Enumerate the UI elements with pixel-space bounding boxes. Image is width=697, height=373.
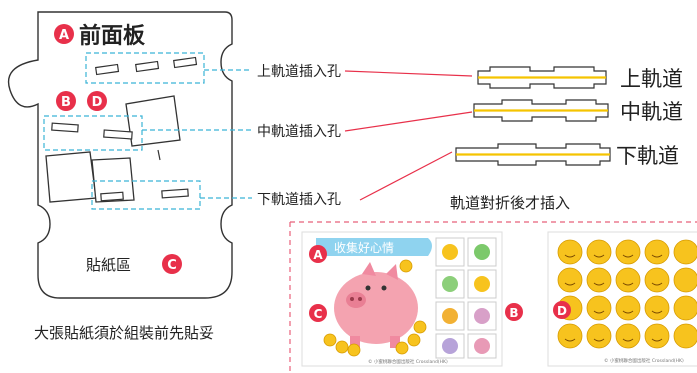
emoji-characters [442, 244, 490, 354]
lower-slot-region [91, 180, 201, 210]
rail-fold-note: 軌道對折後才插入 [450, 194, 570, 212]
badge-c [162, 254, 182, 274]
sticker-sheet-1: 收集好心情 [301, 231, 523, 367]
emoji-tiles [435, 237, 497, 359]
sticker-outline-b [125, 95, 181, 147]
badge-a [54, 24, 74, 44]
callout-line-lower [359, 151, 453, 201]
front-panel-outline [7, 11, 233, 299]
rail-lower [455, 143, 611, 166]
callout-upper-label: 上軌道插入孔 [257, 64, 341, 80]
sheet1-badge-c [309, 304, 327, 322]
coin-grid [557, 239, 697, 349]
badge-a-letter: A [59, 28, 69, 43]
sheet1-badge-b-letter: B [509, 306, 518, 320]
sticker-outline-d [91, 157, 135, 203]
badge-b-letter: B [61, 95, 71, 110]
coin-faces [564, 254, 663, 342]
sheet1-footer: © 小蜜桃聯合國出版社 Crossland(HK) [368, 358, 448, 365]
panel-title: 前面板 [79, 23, 146, 49]
badge-c-letter: C [167, 258, 177, 273]
sheet1-badge-b [505, 303, 523, 321]
sheet1-banner-text: 收集好心情 [334, 240, 394, 255]
sheet1-badge-a-letter: A [313, 248, 323, 262]
sticker-outline-c [45, 151, 97, 203]
sheet1-badge-a [309, 245, 327, 263]
sticker-area-label: 貼紙區 [86, 256, 131, 274]
lower-slots [100, 188, 189, 202]
upper-slots [95, 56, 198, 76]
middle-slot-region [43, 115, 143, 151]
rail-upper [477, 66, 607, 89]
rail-middle [473, 99, 609, 122]
sheet1-badge-c-letter: C [314, 307, 323, 321]
coins-sheet1 [323, 259, 427, 357]
rail-lower-label: 下軌道 [616, 144, 679, 168]
sheet1-banner [316, 238, 432, 256]
callout-line-upper [344, 70, 473, 77]
badge-d [87, 91, 107, 111]
badge-b [56, 91, 76, 111]
sheet2-badge-d-letter: D [557, 304, 567, 318]
rail-upper-label: 上軌道 [620, 67, 683, 91]
upper-slot-region [85, 52, 205, 84]
badge-d-letter: D [92, 95, 103, 110]
sheet2-footer: © 小蜜桃聯合國出版社 Crossland(HK) [604, 357, 684, 364]
callout-middle-label: 中軌道插入孔 [257, 124, 341, 140]
middle-slots [51, 122, 133, 140]
sheet2-badge-d [553, 301, 571, 319]
pig-illustration [334, 262, 418, 348]
sticker-note: 大張貼紙須於組裝前先貼妥 [34, 324, 214, 342]
callout-lower-label: 下軌道插入孔 [257, 192, 341, 208]
sticker-sheet-2: D © 小蜜桃聯合國出版社 Crossland(HK) [547, 231, 697, 367]
rail-middle-label: 中軌道 [620, 100, 683, 124]
callout-line-middle [344, 111, 473, 132]
panel-crease [157, 149, 161, 161]
